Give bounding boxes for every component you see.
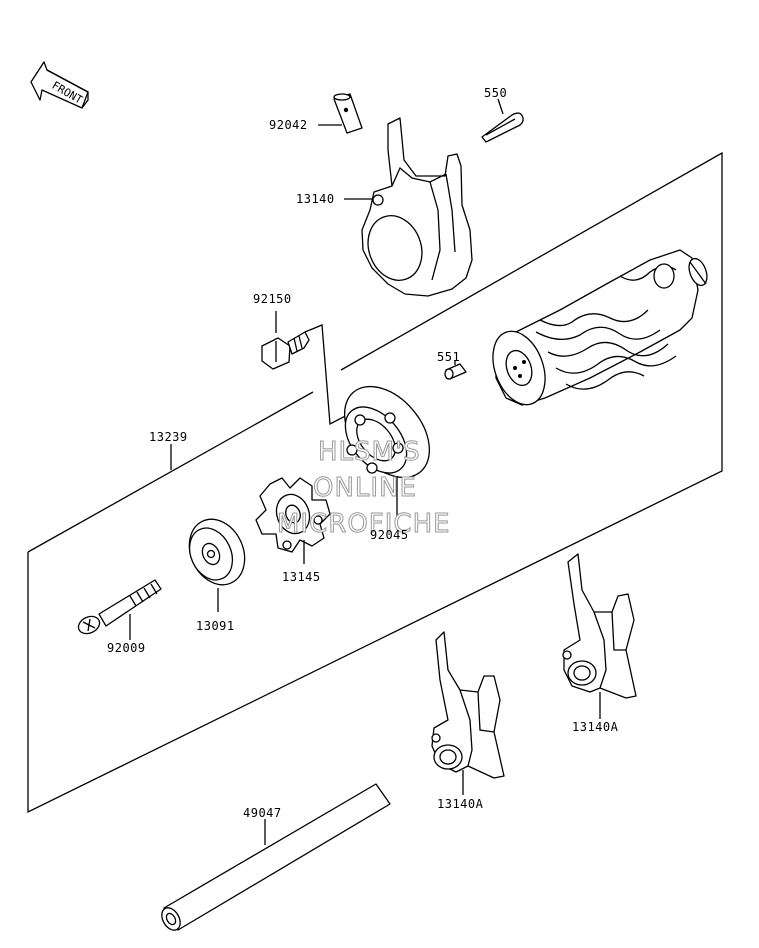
part-13145-star-cam [256, 478, 330, 564]
label-13145[interactable]: 13145 [282, 570, 321, 584]
label-13140[interactable]: 13140 [296, 192, 335, 206]
part-49047-shaft [158, 784, 390, 933]
part-13140-shift-fork [344, 118, 472, 296]
front-arrow-icon: FRONT [31, 62, 88, 108]
part-92150-bolt [262, 311, 309, 369]
watermark-line-3: MICROFICHE [277, 509, 451, 539]
label-92042[interactable]: 92042 [269, 118, 308, 132]
watermark-line-2: ONLINE [313, 473, 417, 503]
label-13140a-right[interactable]: 13140A [572, 720, 619, 734]
label-551[interactable]: 551 [437, 350, 461, 364]
label-13239[interactable]: 13239 [149, 430, 188, 444]
part-551-dowel [445, 361, 466, 379]
label-92150[interactable]: 92150 [253, 292, 292, 306]
label-92045[interactable]: 92045 [370, 528, 409, 542]
part-92009-screw [76, 580, 161, 640]
label-92009[interactable]: 92009 [107, 641, 146, 655]
watermark-line-1: HLSM'S [318, 437, 421, 467]
label-13140a-left[interactable]: 13140A [437, 797, 484, 811]
label-550[interactable]: 550 [484, 86, 508, 100]
part-13140a-right-fork [563, 554, 636, 719]
part-13091-plate [179, 510, 255, 612]
label-13091[interactable]: 13091 [196, 619, 235, 633]
part-92042-pin [318, 94, 362, 133]
label-49047[interactable]: 49047 [243, 806, 282, 820]
part-13140a-left-fork [432, 632, 504, 795]
part-shift-drum [483, 250, 710, 412]
part-92045-bearing [328, 370, 447, 527]
part-550-cotter-pin [482, 99, 523, 142]
